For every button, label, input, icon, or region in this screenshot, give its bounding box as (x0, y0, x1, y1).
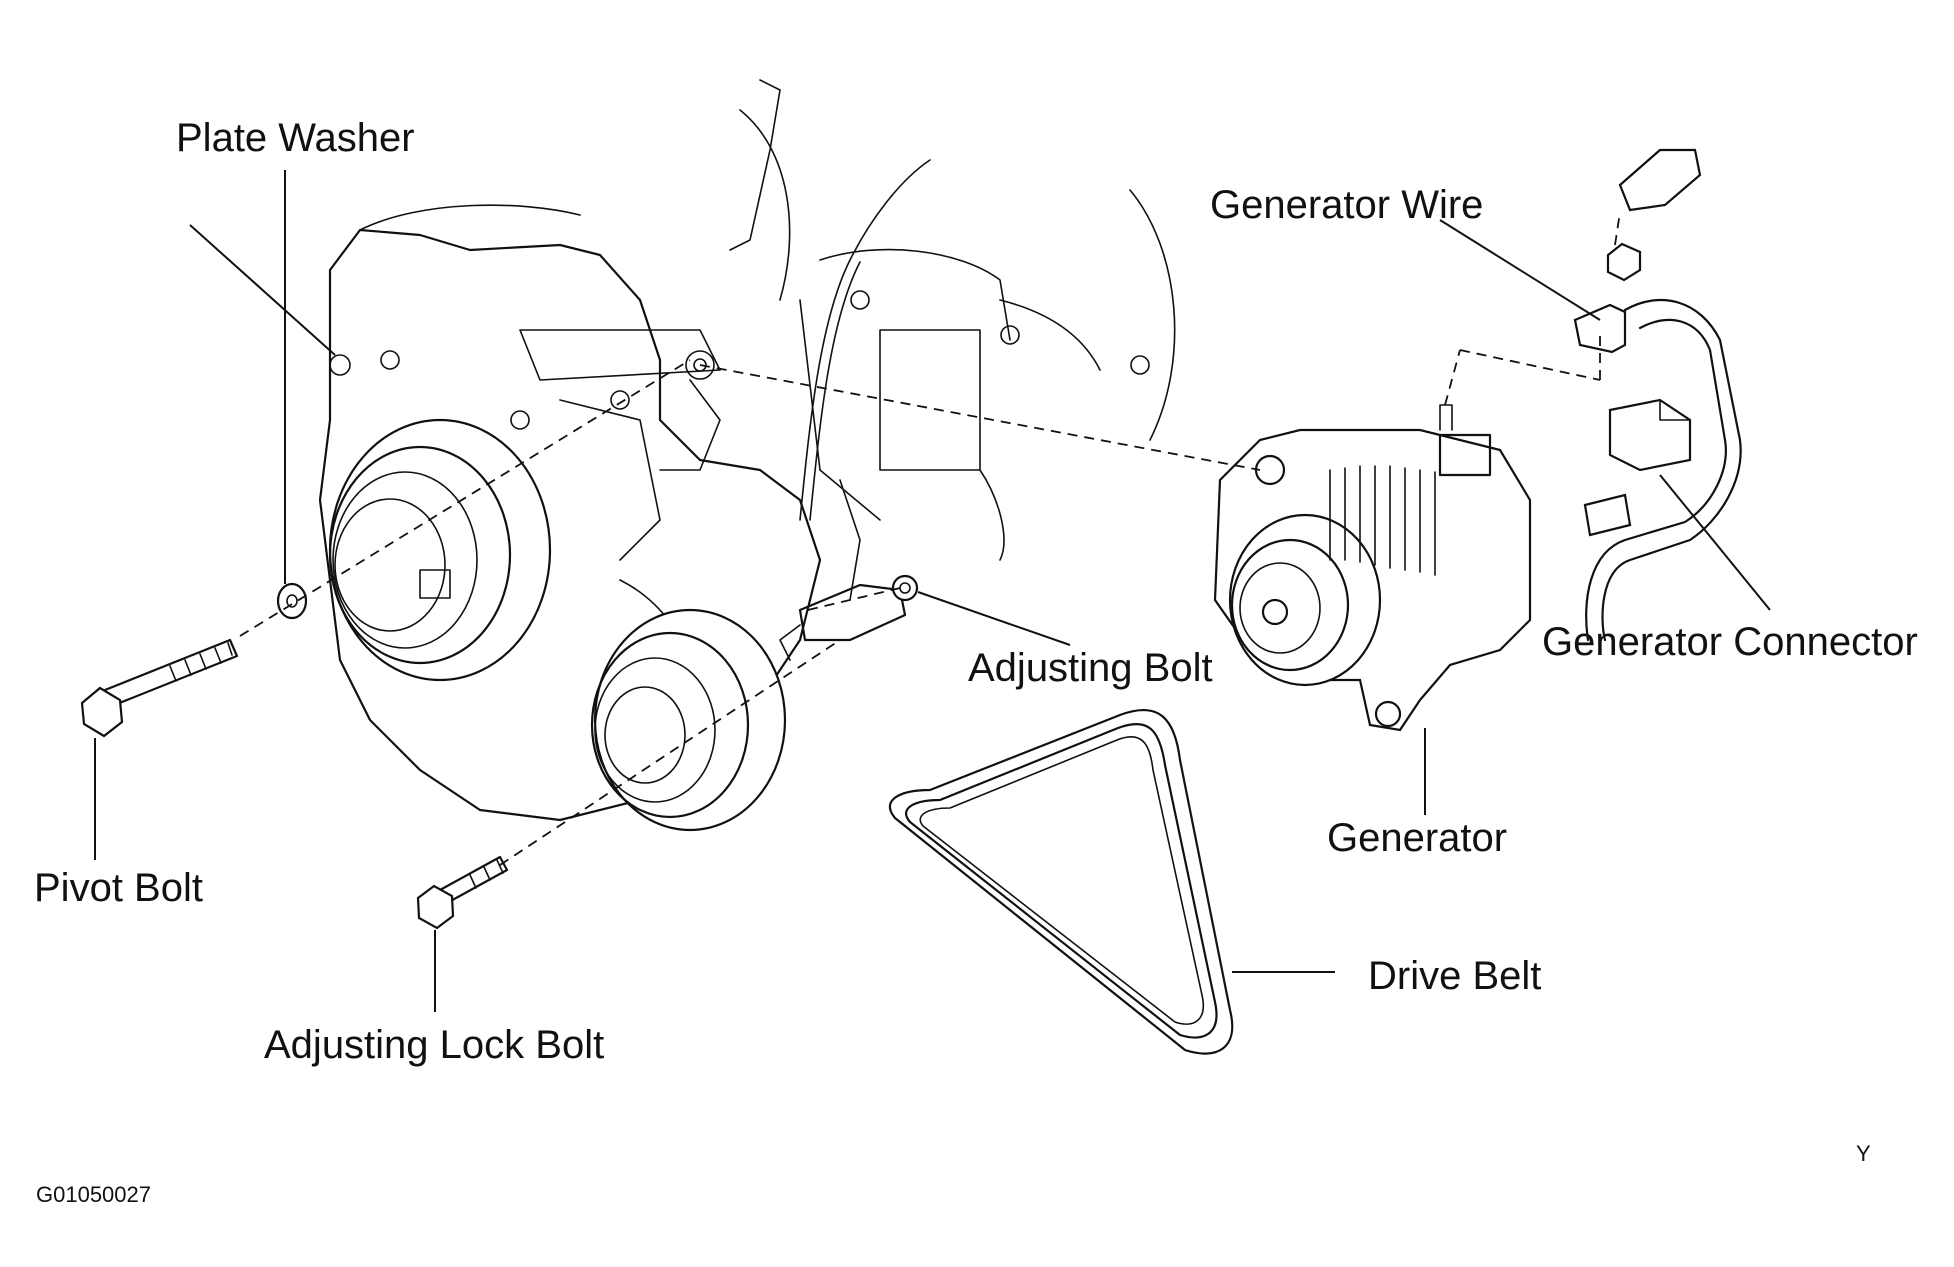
generator-connector-part (1583, 398, 1692, 537)
generator-wire-label: Generator Wire (1210, 183, 1484, 227)
generator-connector-label: Generator Connector (1542, 620, 1918, 664)
lower-pulley (590, 608, 787, 832)
alignment-dashes (239, 211, 1621, 866)
generator-part (1213, 404, 1532, 732)
figure-id: G01050027 (36, 1182, 151, 1207)
pivot-bolt-label: Pivot Bolt (34, 866, 203, 910)
drive-belt-label: Drive Belt (1368, 954, 1542, 998)
corner-mark: Y (1856, 1141, 1871, 1166)
generator-label: Generator (1327, 816, 1508, 860)
leader-lines (94, 170, 1771, 1012)
plate-washer-part (276, 582, 308, 620)
drive-belt-part (888, 709, 1234, 1055)
generator-wire-part (1573, 148, 1742, 642)
adjusting-bracket (779, 574, 919, 661)
adjusting-bolt-label: Adjusting Bolt (968, 646, 1213, 690)
crankshaft-pulley (328, 418, 552, 682)
adjusting-lock-bolt-label: Adjusting Lock Bolt (264, 1023, 605, 1067)
plate-washer-label: Plate Washer (176, 116, 415, 160)
pivot-bolt-part (80, 638, 239, 738)
adjusting-lock-bolt-part (416, 855, 509, 930)
